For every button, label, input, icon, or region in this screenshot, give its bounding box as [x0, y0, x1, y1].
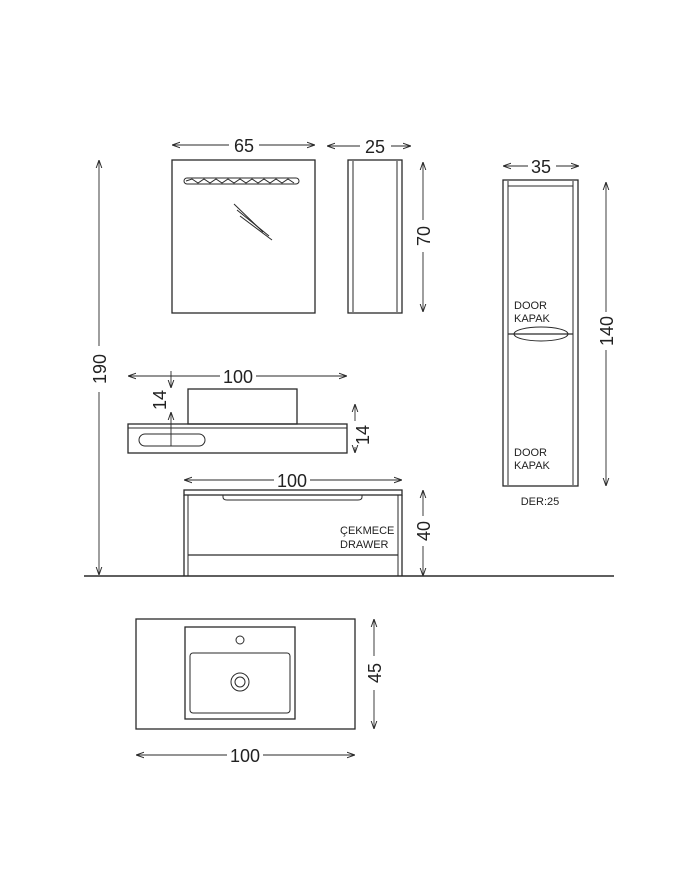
door-lower-label-2: KAPAK	[514, 460, 551, 472]
counter-top	[127, 423, 348, 454]
plan-depth-dimension: 45	[365, 619, 385, 729]
mirror-width-dimension: 65	[172, 136, 315, 156]
door-lower-label-1: DOOR	[514, 447, 547, 459]
drawer-label-1: ÇEKMECE	[340, 525, 394, 537]
vanity-height-dimension: 40	[414, 490, 434, 576]
tall-cabinet: DOOR KAPAK DOOR KAPAK	[502, 179, 579, 487]
tall-cabinet-handle	[513, 326, 569, 342]
overall-height-dimension: 190	[90, 160, 110, 575]
vanity-unit: ÇEKMECE DRAWER	[183, 489, 403, 576]
drawer-label-2: DRAWER	[340, 539, 389, 551]
side-cabinet-depth-dimension: 25	[327, 137, 411, 157]
basin-height-dimension: 14	[150, 371, 171, 446]
door-upper-label-1: DOOR	[514, 300, 547, 312]
dim-plan-width: 100	[230, 746, 260, 766]
counter-height-dimension: 14	[353, 404, 373, 453]
dim-side-cabinet-depth: 25	[365, 137, 385, 157]
counter-handle	[138, 433, 206, 447]
basin-width-dimension: 100	[128, 367, 347, 387]
depth-note: DER:25	[521, 496, 560, 508]
mirror-cabinet	[171, 159, 316, 314]
plan-view	[135, 618, 356, 730]
side-cabinet-height-dimension: 70	[414, 162, 434, 312]
tall-cabinet-width-dimension: 35	[503, 157, 579, 177]
dim-plan-depth: 45	[365, 663, 385, 683]
dim-basin-top-width: 100	[223, 367, 253, 387]
basin-bowl	[187, 388, 298, 425]
dim-side-cabinet-height: 70	[414, 226, 434, 246]
drain-outer	[230, 672, 250, 692]
side-cabinet	[347, 159, 403, 314]
tap-hole	[235, 635, 245, 645]
dim-overall-height: 190	[90, 354, 110, 384]
tall-cabinet-height-dimension: 140	[597, 182, 617, 486]
dim-vanity-width: 100	[277, 471, 307, 491]
dim-tall-cabinet-height: 140	[597, 316, 617, 346]
drawer-handle	[222, 495, 363, 501]
basin-and-counter	[127, 388, 348, 454]
door-upper-label-2: KAPAK	[514, 313, 551, 325]
plan-width-dimension: 100	[136, 746, 355, 766]
dim-vanity-height: 40	[414, 521, 434, 541]
vanity-width-dimension: 100	[184, 471, 402, 491]
dim-counter-height: 14	[353, 425, 373, 445]
drain-inner	[234, 676, 246, 688]
led-light-strip	[183, 177, 300, 185]
dim-basin-top-height: 14	[150, 390, 170, 410]
dim-tall-cabinet-width: 35	[531, 157, 551, 177]
dim-mirror-width: 65	[234, 136, 254, 156]
basin-bowl-plan	[189, 652, 291, 714]
